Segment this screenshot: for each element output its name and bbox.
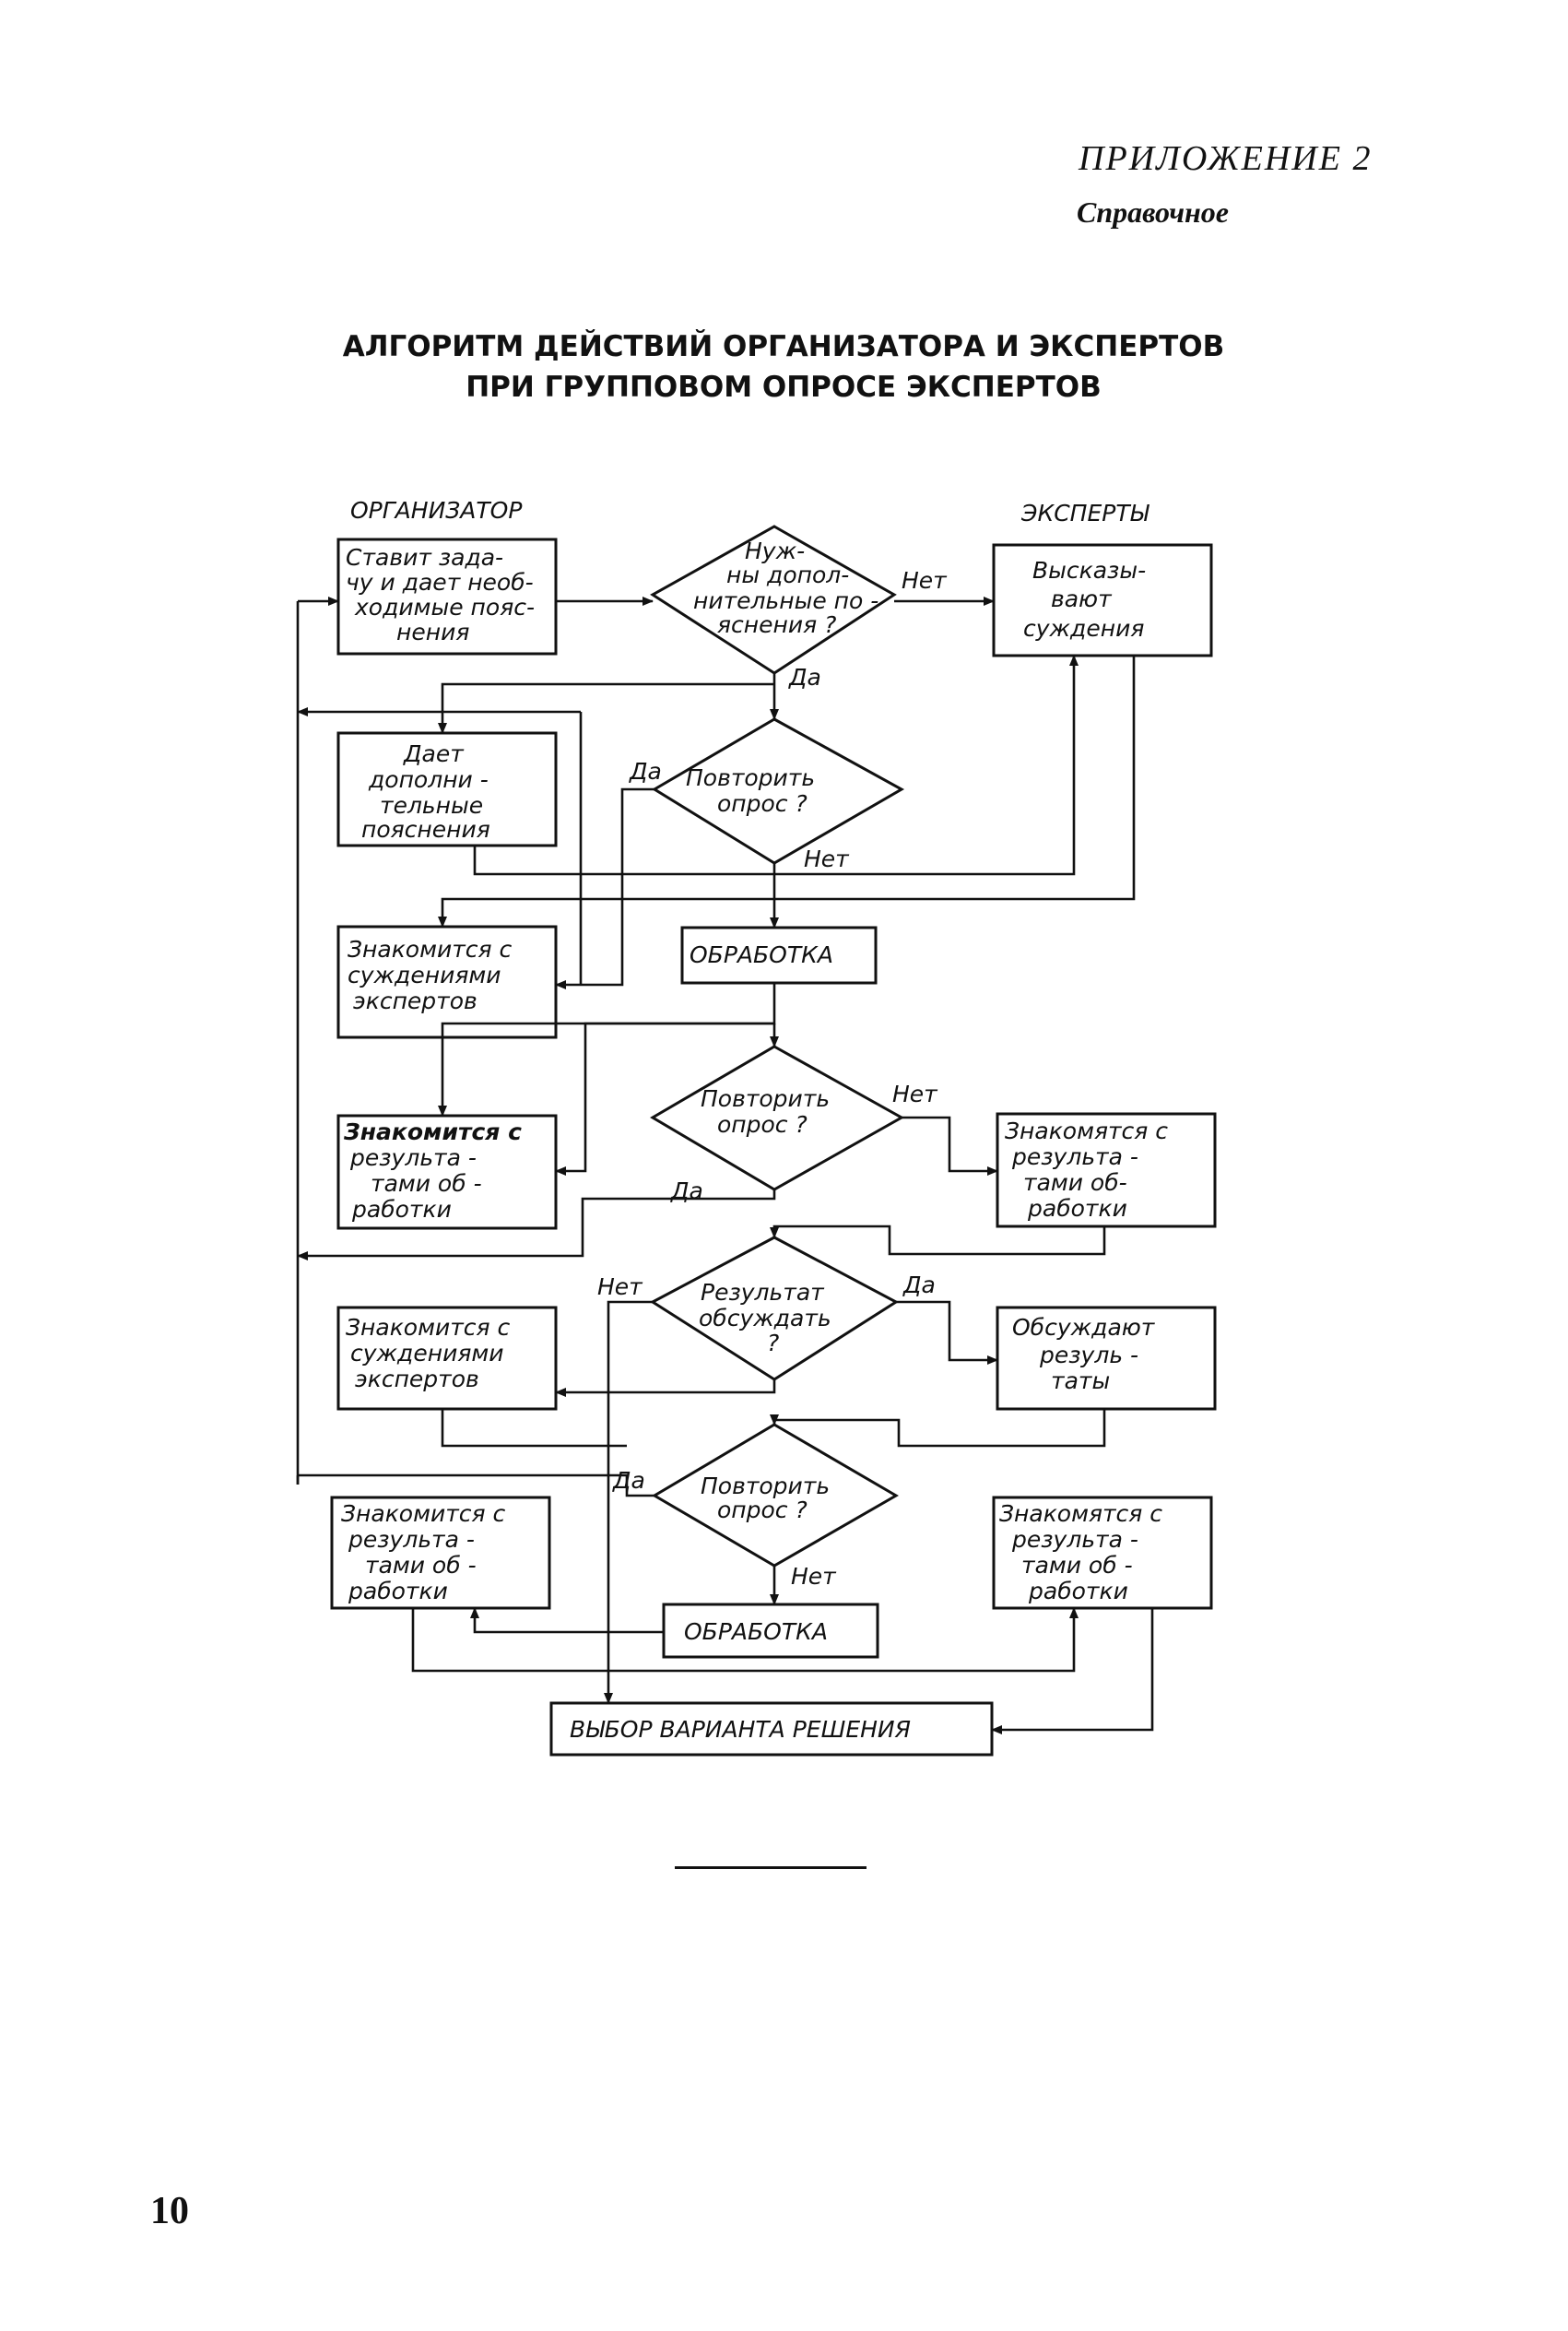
svg-text:резуль -: резуль - bbox=[1039, 1342, 1138, 1368]
svg-text:Результат: Результат bbox=[701, 1279, 825, 1306]
box-read-judgments-2: Знакомится с суждениями экспертов bbox=[336, 1306, 558, 1411]
svg-text:обсуждать: обсуждать bbox=[699, 1305, 831, 1331]
reference-label: Справочное bbox=[1077, 195, 1229, 229]
column-experts: ЭКСПЕРТЫ bbox=[1020, 500, 1150, 527]
svg-text:Повторить: Повторить bbox=[686, 764, 815, 791]
edge-label-no-1: Нет bbox=[902, 567, 948, 594]
svg-text:чу и дает необ-: чу и дает необ- bbox=[346, 569, 534, 596]
svg-text:суждениями: суждениями bbox=[350, 1340, 503, 1367]
box-choice: ВЫБОР ВАРИАНТА РЕШЕНИЯ bbox=[549, 1701, 994, 1757]
svg-text:вают: вают bbox=[1051, 586, 1113, 612]
box-read-results-1: Знакомится с результа - тами об - работк… bbox=[336, 1114, 558, 1230]
svg-text:нения: нения bbox=[396, 619, 469, 645]
box-read-judgments-1: Знакомится с суждениями экспертов bbox=[336, 925, 558, 1039]
svg-text:работки: работки bbox=[1027, 1195, 1127, 1222]
box-processing-2: ОБРАБОТКА bbox=[662, 1603, 879, 1659]
svg-text:Ставит зада-: Ставит зада- bbox=[346, 544, 503, 571]
svg-text:ОБРАБОТКА: ОБРАБОТКА bbox=[690, 941, 833, 968]
svg-text:результа -: результа - bbox=[1011, 1143, 1138, 1170]
svg-text:ны допол-: ны допол- bbox=[726, 562, 849, 588]
box-set-task: Ставит зада- чу и дает необ- ходимые поя… bbox=[336, 538, 558, 656]
svg-text:тами об -: тами об - bbox=[365, 1552, 477, 1579]
page-title-line-2: ПРИ ГРУППОВОМ ОПРОСЕ ЭКСПЕРТОВ bbox=[466, 371, 1102, 404]
svg-text:опрос ?: опрос ? bbox=[717, 790, 808, 817]
svg-text:Повторить: Повторить bbox=[701, 1085, 830, 1112]
svg-text:результа -: результа - bbox=[349, 1144, 477, 1171]
box-experts-read-results-2: Знакомятся с результа - тами об - работк… bbox=[992, 1496, 1213, 1610]
page-number: 10 bbox=[150, 2190, 189, 2232]
svg-text:Знакомятся с: Знакомятся с bbox=[999, 1500, 1162, 1527]
edge-label-no-3: Нет bbox=[892, 1081, 938, 1107]
svg-text:Высказы-: Высказы- bbox=[1032, 557, 1146, 584]
column-organizer: ОРГАНИЗАТОР bbox=[350, 497, 523, 524]
svg-text:таты: таты bbox=[1051, 1367, 1110, 1394]
edge-label-no-5: Нет bbox=[791, 1563, 837, 1590]
svg-text:Знакомится с: Знакомится с bbox=[341, 1500, 505, 1527]
svg-text:Знакомится с: Знакомится с bbox=[343, 1118, 522, 1145]
decision-discuss-result: Результат обсуждать ? bbox=[650, 1236, 899, 1381]
svg-text:работки: работки bbox=[1028, 1578, 1128, 1604]
edge-label-yes-1: Да bbox=[788, 664, 821, 691]
svg-text:Дает: Дает bbox=[403, 740, 465, 767]
box-discuss: Обсуждают резуль - таты bbox=[996, 1306, 1217, 1411]
svg-text:тами об -: тами об - bbox=[371, 1170, 482, 1197]
svg-text:Обсуждают: Обсуждают bbox=[1012, 1314, 1156, 1341]
edge-label-yes-3: Да bbox=[670, 1177, 703, 1204]
connectors bbox=[296, 597, 1154, 1734]
box-experts-judge: Высказы- вают суждения bbox=[992, 543, 1213, 657]
svg-text:опрос ?: опрос ? bbox=[717, 1111, 808, 1138]
box-experts-read-results-1: Знакомятся с результа - тами об- работки bbox=[996, 1112, 1217, 1228]
svg-text:ВЫБОР ВАРИАНТА РЕШЕНИЯ: ВЫБОР ВАРИАНТА РЕШЕНИЯ bbox=[570, 1716, 911, 1743]
svg-text:Знакомится с: Знакомится с bbox=[346, 1314, 510, 1341]
box-processing-1: ОБРАБОТКА bbox=[680, 926, 878, 985]
decision-need-explain: Нуж- ны допол- нительные по - яснения ? bbox=[650, 525, 897, 675]
svg-text:результа -: результа - bbox=[1011, 1526, 1138, 1553]
decision-repeat-2: Повторить опрос ? bbox=[650, 1045, 905, 1191]
edge-label-yes-4: Да bbox=[902, 1272, 936, 1298]
svg-text:тами об -: тами об - bbox=[1021, 1552, 1133, 1579]
decision-repeat-1: Повторить опрос ? bbox=[652, 717, 905, 865]
svg-text:ходимые пояс-: ходимые пояс- bbox=[354, 594, 535, 621]
svg-text:тами об-: тами об- bbox=[1023, 1169, 1127, 1196]
svg-text:дополни -: дополни - bbox=[368, 766, 489, 793]
svg-text:работки: работки bbox=[348, 1578, 448, 1604]
svg-text:суждения: суждения bbox=[1023, 615, 1144, 642]
box-extra-explain: Дает дополни - тельные пояснения bbox=[336, 731, 558, 847]
svg-text:Знакомится с: Знакомится с bbox=[348, 936, 512, 963]
svg-text:Нуж-: Нуж- bbox=[745, 538, 805, 564]
svg-text:ОБРАБОТКА: ОБРАБОТКА bbox=[684, 1618, 828, 1645]
svg-text:суждениями: суждениями bbox=[348, 962, 501, 988]
page-title-line-1: АЛГОРИТМ ДЕЙСТВИЙ ОРГАНИЗАТОРА И ЭКСПЕРТ… bbox=[342, 330, 1225, 363]
svg-text:нительные по -: нительные по - bbox=[693, 587, 878, 614]
decision-repeat-3: Повторить опрос ? bbox=[652, 1423, 899, 1568]
svg-text:Знакомятся с: Знакомятся с bbox=[1005, 1118, 1168, 1144]
edge-label-yes-2: Да bbox=[629, 758, 662, 785]
svg-text:яснения ?: яснения ? bbox=[717, 611, 836, 638]
edge-label-no-4: Нет bbox=[597, 1273, 643, 1300]
svg-text:экспертов: экспертов bbox=[355, 1366, 479, 1392]
svg-text:тельные: тельные bbox=[380, 792, 483, 819]
svg-text:Повторить: Повторить bbox=[701, 1473, 830, 1499]
svg-text:результа -: результа - bbox=[348, 1526, 475, 1553]
svg-text:работки: работки bbox=[351, 1196, 452, 1223]
edge-label-no-2: Нет bbox=[804, 846, 850, 872]
separator-line bbox=[675, 1866, 867, 1869]
edge-label-yes-5: Да bbox=[612, 1467, 645, 1494]
svg-text:экспертов: экспертов bbox=[353, 988, 477, 1014]
svg-text:опрос ?: опрос ? bbox=[717, 1497, 808, 1523]
box-read-results-2: Знакомится с результа - тами об - работк… bbox=[330, 1496, 551, 1610]
appendix-label: ПРИЛОЖЕНИЕ 2 bbox=[1079, 139, 1373, 178]
svg-text:?: ? bbox=[767, 1330, 779, 1356]
svg-text:пояснения: пояснения bbox=[361, 816, 490, 843]
